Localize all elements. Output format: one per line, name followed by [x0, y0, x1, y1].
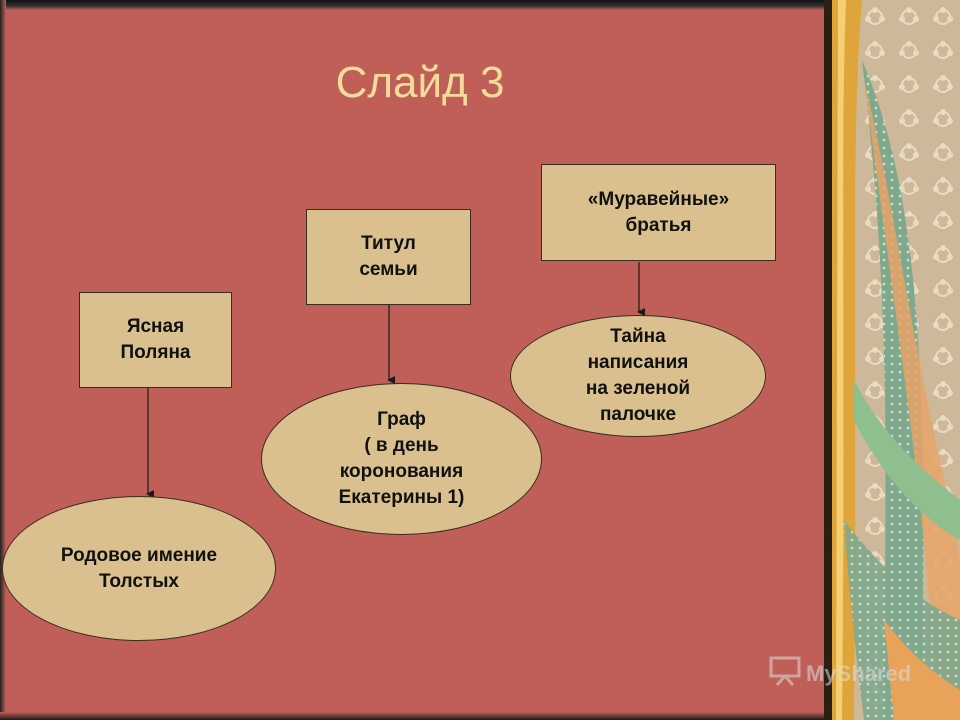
box-yasnaya-polyana: Ясная Поляна	[79, 292, 232, 388]
box-titul-semyi: Титул семьи	[306, 209, 471, 305]
watermark: MyShared	[768, 656, 911, 692]
oval-taina-napisaniya: Тайна написания на зеленой палочке	[510, 315, 766, 437]
watermark-text: MyShared	[806, 661, 912, 686]
frame-left-border	[0, 0, 6, 720]
frame-top-border	[0, 0, 840, 10]
presentation-board-icon	[768, 656, 802, 692]
decorative-side-panel	[824, 0, 960, 720]
frame-bottom-border	[0, 712, 840, 720]
slide-title: Слайд 3	[335, 58, 505, 107]
oval-rodovoe-imenie: Родовое имение Толстых	[2, 496, 276, 641]
oval-graf: Граф ( в день коронования Екатерины 1)	[261, 383, 542, 535]
box-muraveinye-bratya: «Муравейные» братья	[541, 164, 776, 261]
